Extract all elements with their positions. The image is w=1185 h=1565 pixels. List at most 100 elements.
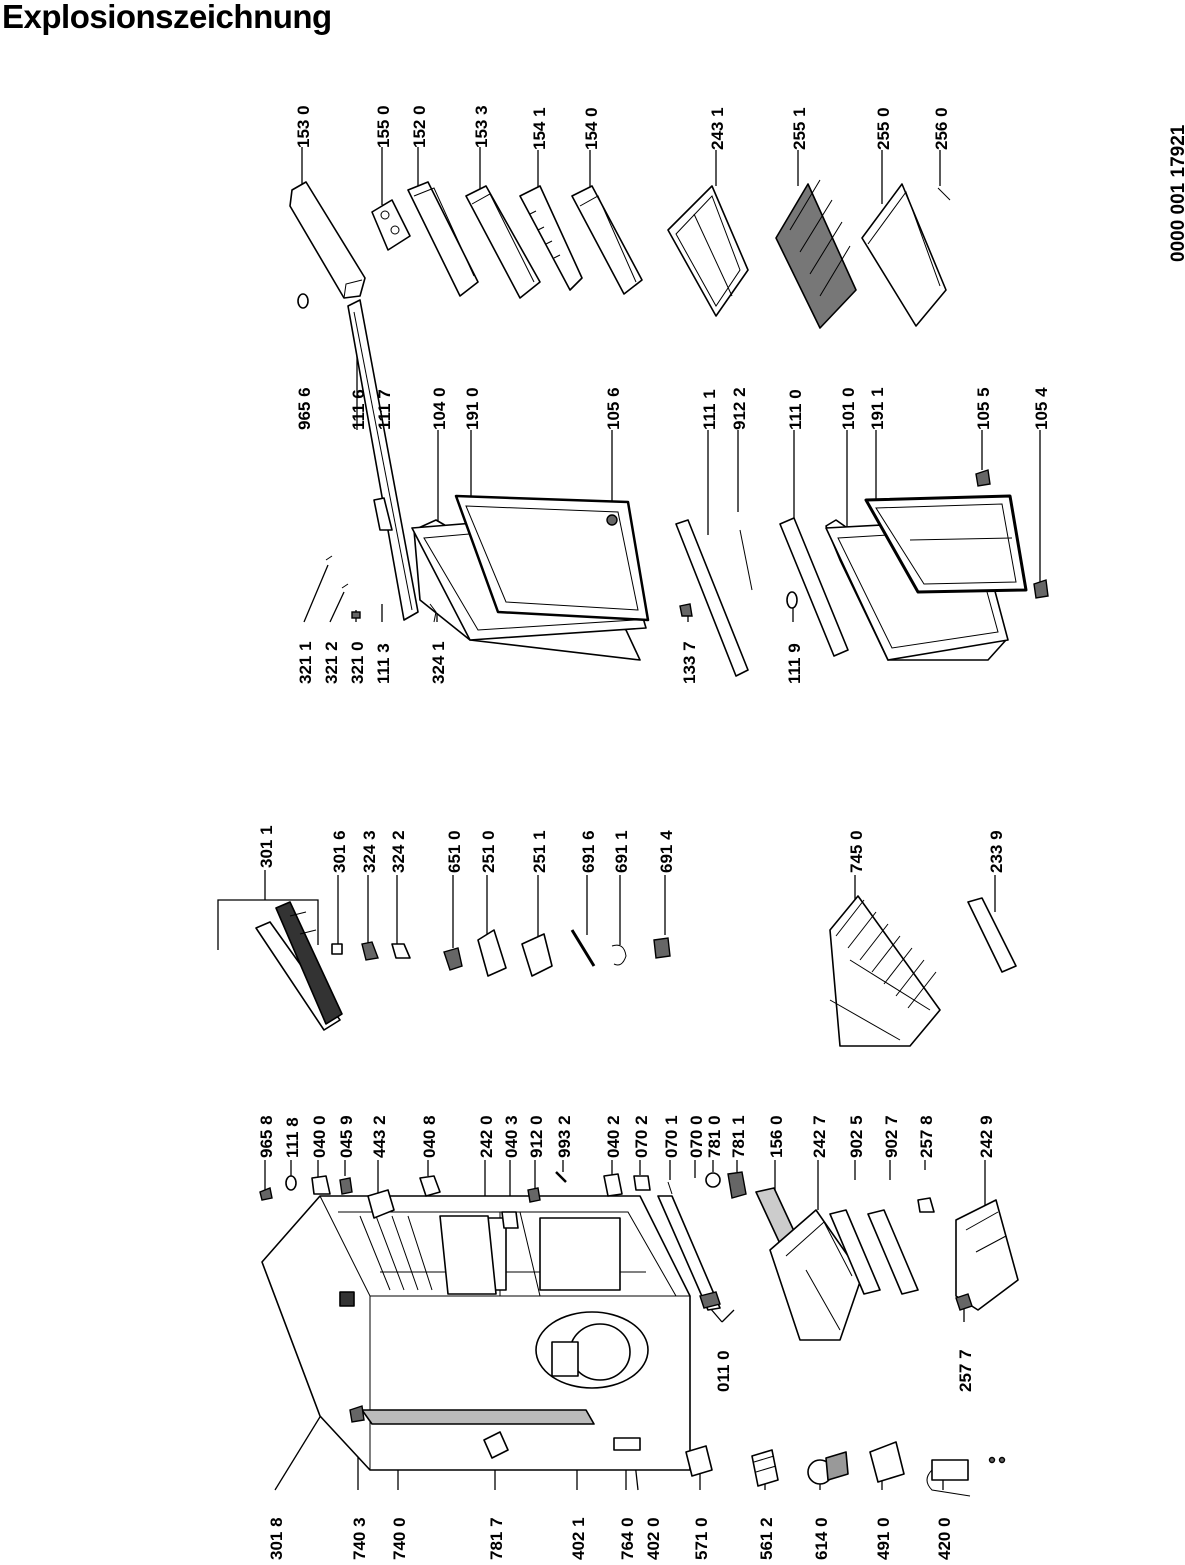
callout-label: 111 8 bbox=[283, 1117, 302, 1158]
part-105-4 bbox=[1033, 579, 1049, 599]
part-154-0 bbox=[571, 185, 643, 295]
part-561-2 bbox=[751, 1449, 779, 1487]
control-panel-group bbox=[255, 895, 1017, 1047]
callout-label: 561 2 bbox=[757, 1517, 776, 1560]
callout-label: 255 1 bbox=[790, 107, 809, 150]
callout-label: 402 0 bbox=[644, 1517, 663, 1560]
callout-label: 242 0 bbox=[477, 1115, 496, 1158]
callout-label: 443 2 bbox=[370, 1115, 389, 1158]
callout-label: 614 0 bbox=[812, 1517, 831, 1560]
callout-label: 101 0 bbox=[839, 387, 858, 430]
part-420-0 bbox=[931, 1459, 969, 1481]
part-781-7 bbox=[483, 1431, 509, 1459]
part-965-6 bbox=[297, 293, 309, 309]
callout-label: 104 0 bbox=[430, 387, 449, 430]
small-parts-group bbox=[483, 1431, 1006, 1497]
callout-label: 912 2 bbox=[730, 387, 749, 430]
document-number: 0000 001 17921 bbox=[1168, 124, 1185, 262]
part-070-0 bbox=[657, 1195, 721, 1311]
part-105-6 bbox=[606, 514, 618, 526]
cabinet-group bbox=[259, 1171, 1019, 1471]
callout-label: 111 7 bbox=[375, 389, 394, 430]
door-group bbox=[297, 293, 1049, 677]
part-233-9 bbox=[967, 897, 1017, 973]
part-152-0 bbox=[407, 181, 479, 297]
callout-label: 740 0 bbox=[390, 1517, 409, 1560]
part-251-0 bbox=[477, 929, 507, 977]
part-111-9 bbox=[786, 591, 798, 609]
part-902-5 bbox=[829, 1209, 881, 1295]
part-902-7 bbox=[867, 1209, 919, 1295]
callout-label: 111 3 bbox=[374, 643, 393, 684]
callout-label: 745 0 bbox=[847, 830, 866, 873]
callout-label: 301 8 bbox=[267, 1517, 286, 1560]
callout-label: 321 1 bbox=[296, 641, 315, 684]
part-691-1 bbox=[611, 944, 627, 966]
callout-label: 764 0 bbox=[618, 1517, 637, 1560]
callout-label: 040 8 bbox=[420, 1115, 439, 1158]
part-257-8 bbox=[917, 1197, 935, 1213]
callout-label: 155 0 bbox=[374, 105, 393, 148]
part-153-3 bbox=[465, 185, 541, 299]
door-balconies-group bbox=[289, 179, 951, 329]
part-740-3 bbox=[349, 1405, 365, 1423]
callout-label: 257 7 bbox=[956, 1349, 975, 1392]
callout-label: 781 1 bbox=[729, 1115, 748, 1158]
part-045-9 bbox=[339, 1177, 353, 1195]
callout-label: 011 0 bbox=[714, 1350, 733, 1392]
part-153-0 bbox=[289, 181, 366, 299]
callout-label: 111 1 bbox=[700, 389, 719, 430]
part-191-1-gasket bbox=[864, 494, 1028, 594]
callout-label: 781 0 bbox=[705, 1115, 724, 1158]
callout-label: 571 0 bbox=[692, 1517, 711, 1560]
part-443-2 bbox=[367, 1189, 395, 1219]
callout-label: 691 6 bbox=[579, 830, 598, 873]
callout-label: 156 0 bbox=[767, 1115, 786, 1158]
callout-label: 902 5 bbox=[847, 1115, 866, 1158]
part-111-8 bbox=[285, 1175, 297, 1191]
part-651-0 bbox=[443, 947, 463, 971]
callout-label: 781 7 bbox=[487, 1517, 506, 1560]
callout-label: 257 8 bbox=[917, 1115, 936, 1158]
part-764-0 bbox=[613, 1437, 641, 1451]
part-324-3 bbox=[361, 941, 379, 961]
part-324-1 bbox=[429, 603, 437, 623]
callout-label: 651 0 bbox=[445, 830, 464, 873]
callout-label: 251 1 bbox=[530, 830, 549, 873]
callout-label: 111 6 bbox=[349, 389, 368, 430]
callout-label: 152 0 bbox=[410, 105, 429, 148]
callout-label: 154 0 bbox=[582, 107, 601, 150]
part-301-6 bbox=[331, 943, 343, 955]
part-191-0-gasket bbox=[454, 494, 650, 622]
part-402-1 bbox=[551, 1341, 579, 1377]
part-070-2 bbox=[633, 1175, 651, 1191]
part-040-8 bbox=[419, 1175, 441, 1197]
callout-label: 491 0 bbox=[874, 1517, 893, 1560]
part-040-2 bbox=[603, 1173, 623, 1197]
part-070-1 bbox=[667, 1181, 673, 1195]
callout-label: 912 0 bbox=[527, 1115, 546, 1158]
part-571-0 bbox=[685, 1445, 713, 1477]
callout-label: 324 3 bbox=[360, 830, 379, 873]
callout-label: 691 1 bbox=[612, 830, 631, 873]
page-title: Explosionszeichnung bbox=[2, 0, 332, 35]
callout-label: 256 0 bbox=[932, 107, 951, 150]
callout-label: 251 0 bbox=[479, 830, 498, 873]
part-912-2 bbox=[739, 529, 753, 591]
callout-labels: 153 0 155 0 152 0 153 3 154 1 154 0 243 … bbox=[257, 105, 1185, 1560]
part-691-6 bbox=[570, 929, 596, 967]
callout-label: 105 6 bbox=[604, 387, 623, 430]
callout-label: 321 2 bbox=[322, 641, 341, 684]
part-324-2 bbox=[391, 943, 411, 959]
callout-label: 255 0 bbox=[874, 107, 893, 150]
callout-label: 324 1 bbox=[429, 641, 448, 684]
callout-label: 402 1 bbox=[569, 1517, 588, 1560]
callout-label: 691 4 bbox=[657, 830, 676, 873]
callout-label: 070 1 bbox=[662, 1115, 681, 1158]
part-251-1 bbox=[521, 933, 553, 977]
callout-label: 993 2 bbox=[555, 1115, 574, 1158]
callout-label: 111 9 bbox=[785, 643, 804, 684]
callout-label: 243 1 bbox=[708, 107, 727, 150]
callout-label: 045 9 bbox=[337, 1115, 356, 1158]
